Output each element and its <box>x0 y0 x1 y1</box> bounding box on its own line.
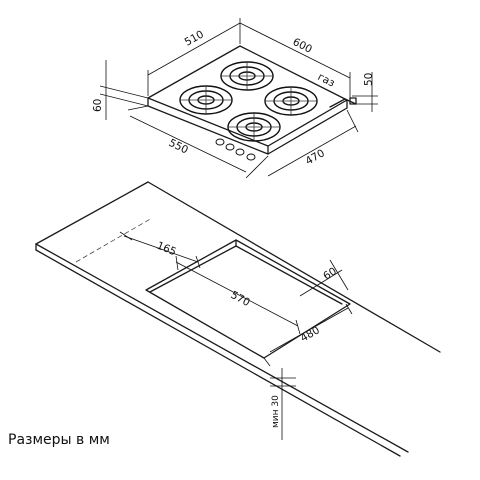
burner-left <box>179 85 233 115</box>
countertop-back-edge <box>147 181 441 353</box>
dim-hob-width-label: 510 <box>183 28 206 48</box>
dim-hob-front-width: 550 <box>127 105 269 179</box>
dim-hob-height: 60 <box>92 60 149 120</box>
dim-cutout-offset-label: 165 <box>155 240 178 259</box>
units-caption: Размеры в мм <box>8 432 110 448</box>
dim-min-thickness: мин 30 <box>270 368 296 440</box>
countertop-left-back <box>35 181 149 245</box>
dim-cutout-length-label: 570 <box>229 289 252 309</box>
dim-min-thickness-label: мин 30 <box>271 395 281 428</box>
dim-cutout-offset: 165 <box>119 231 201 269</box>
hob-drawing: 510 600 газ 50 60 550 <box>92 18 378 179</box>
gas-connection <box>329 97 357 108</box>
cutout-opening <box>145 239 351 359</box>
hob-top-surface <box>147 45 348 147</box>
dim-hob-depth-label: 600 <box>291 36 314 56</box>
gas-label: газ <box>316 71 337 90</box>
dim-hob-front-width-label: 550 <box>167 137 190 157</box>
burner-front <box>227 112 281 142</box>
burner-back <box>220 61 274 91</box>
dim-cutout-back: 60 <box>299 259 349 297</box>
control-knobs <box>215 138 256 161</box>
dim-hob-front-depth-label: 470 <box>304 147 327 167</box>
countertop-drawing: 165 60 570 480 мин 30 <box>35 181 441 457</box>
countertop-front-lower <box>35 249 401 457</box>
reference-line <box>75 217 153 263</box>
dim-cutout-depth: 480 <box>263 303 353 367</box>
dim-cutout-back-label: 60 <box>321 265 339 282</box>
dim-gas-height-label: 50 <box>363 73 375 86</box>
dim-hob-height-label: 60 <box>92 99 104 112</box>
burner-right <box>264 86 318 116</box>
countertop-front-edge <box>35 243 409 453</box>
dim-cutout-depth-label: 480 <box>299 324 322 344</box>
dim-gas-height: 50 <box>352 72 378 112</box>
